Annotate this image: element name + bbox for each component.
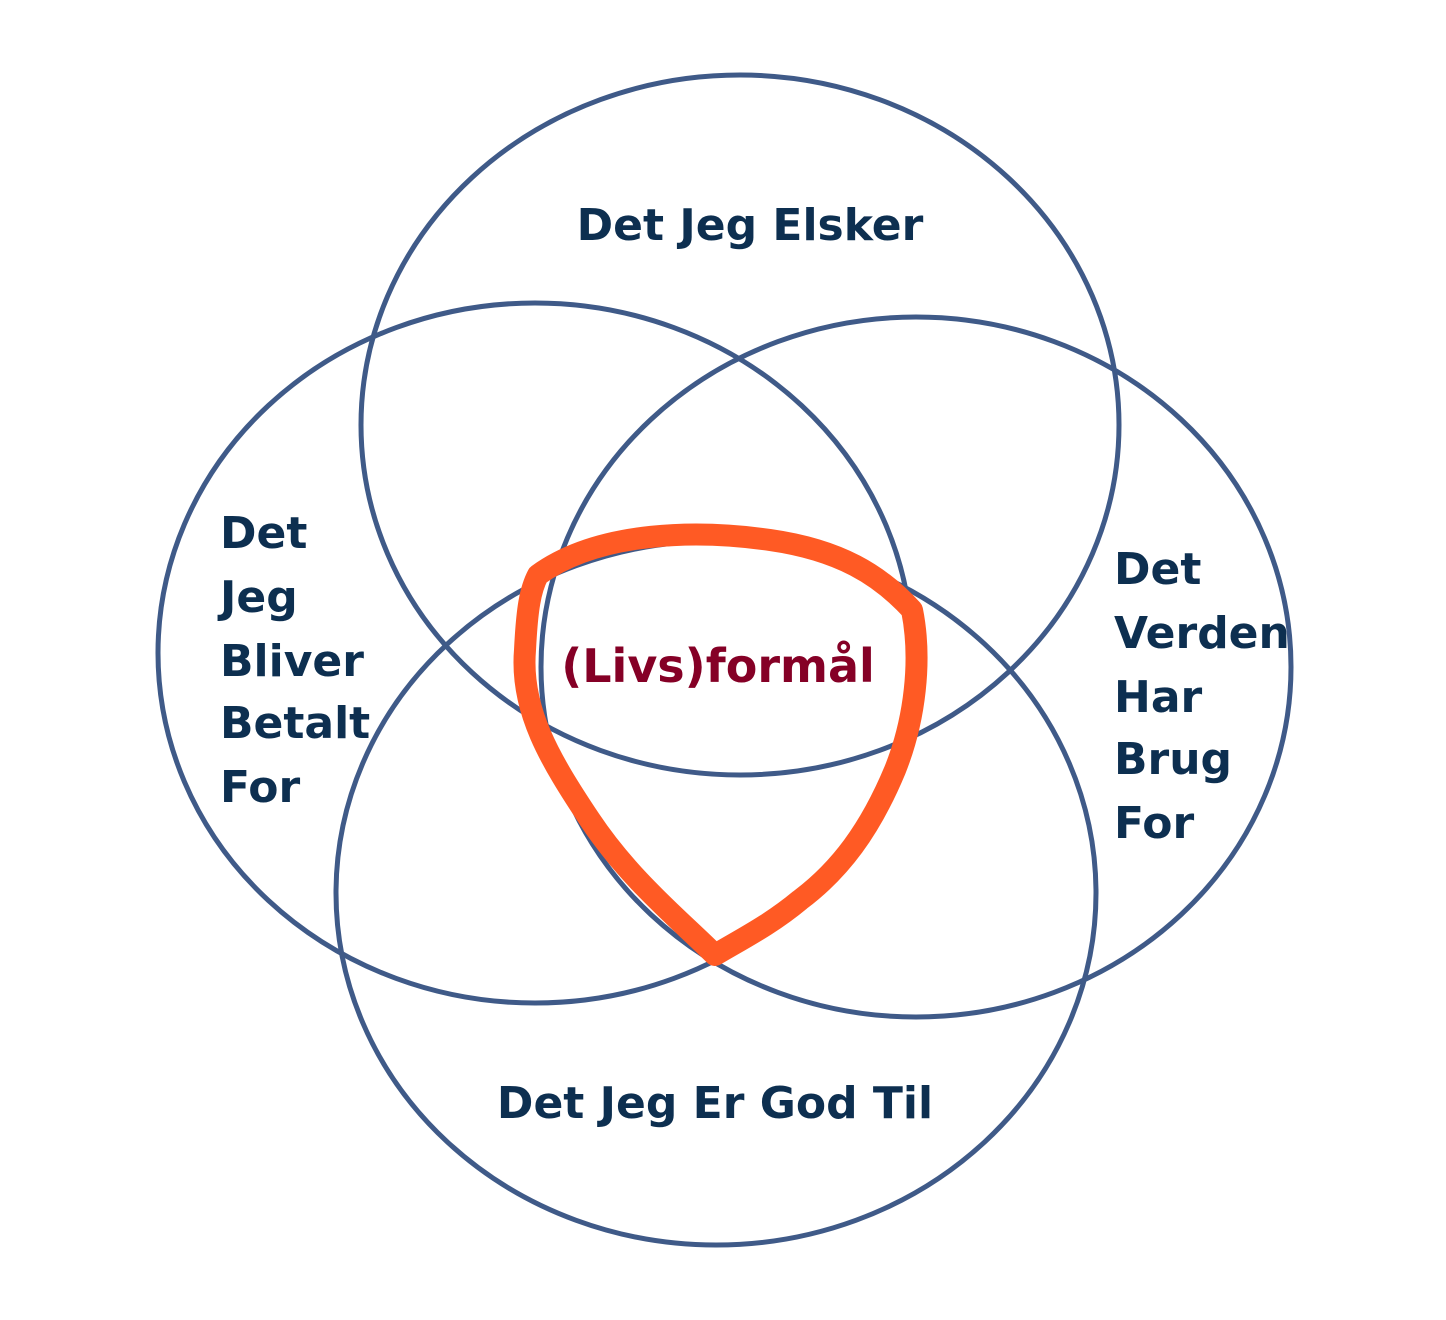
center-label: (Livs)formål	[561, 639, 875, 693]
label-paid: Det Jeg Bliver Betalt For	[217, 508, 386, 813]
circle-world-needs	[538, 314, 1294, 1020]
label-world-needs: Det Verden Har Brug For	[1114, 544, 1305, 849]
label-love: Det Jeg Elsker	[577, 200, 924, 251]
label-good-at: Det Jeg Er God Til	[497, 1078, 933, 1129]
circle-love	[358, 72, 1122, 778]
purpose-highlight	[513, 523, 928, 966]
